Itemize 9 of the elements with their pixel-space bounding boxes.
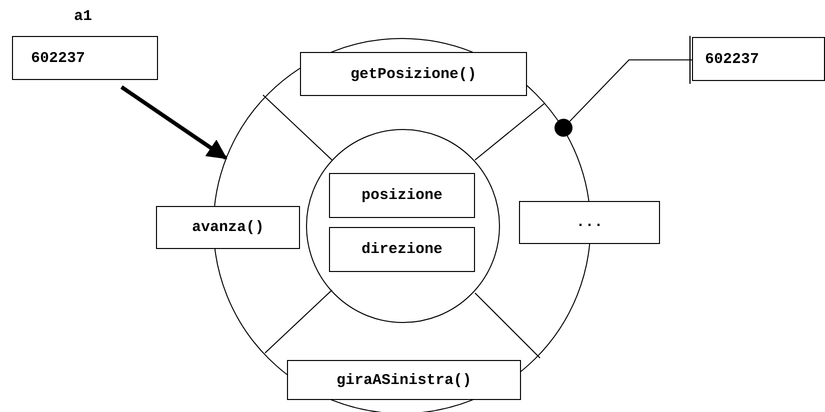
arrow — [120, 85, 228, 160]
method-box: avanza() — [156, 206, 300, 249]
variable-name: a1 — [74, 8, 92, 25]
connector-line — [554, 35, 692, 137]
attribute-box: posizione — [329, 173, 475, 218]
reference-box: 602237 — [692, 37, 825, 81]
attribute-box: direzione — [329, 227, 475, 272]
reference-box: 602237 — [12, 36, 158, 80]
method-box: ... — [519, 201, 660, 244]
